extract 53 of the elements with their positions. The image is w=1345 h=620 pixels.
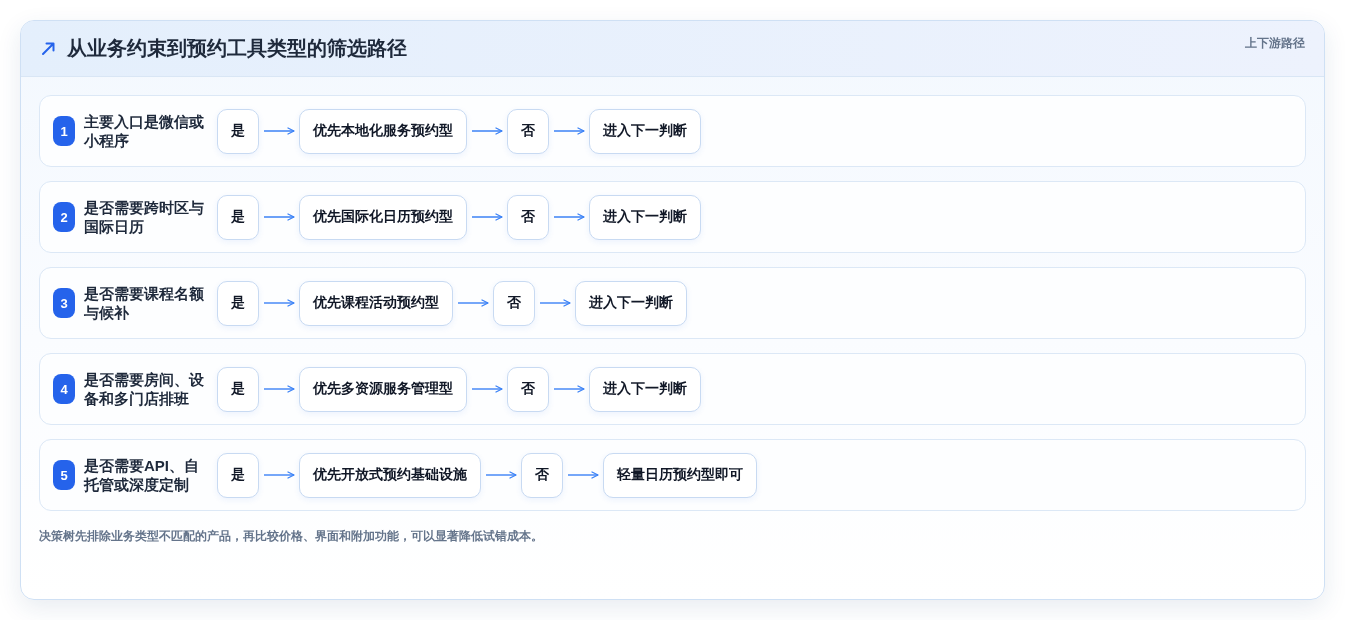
decision-row-card — [39, 267, 1306, 339]
step-number-badge: 3 — [53, 288, 75, 318]
next-step-node: 进入下一判断 — [575, 280, 687, 326]
arrow — [553, 127, 585, 135]
arrow — [553, 385, 585, 393]
result-node: 优先课程活动预约型 — [299, 280, 453, 326]
branch-node: 是 — [217, 366, 259, 412]
decision-row-card — [39, 353, 1306, 425]
arrow — [567, 471, 599, 479]
caption-text: 决策树先排除业务类型不匹配的产品，再比较价格、界面和附加功能，可以显著降低试错成本。 — [39, 528, 544, 545]
branch-node: 否 — [507, 108, 549, 154]
question-text: 是否需要房间、设备和多门店排班 — [84, 370, 205, 408]
branch-node: 否 — [521, 452, 563, 498]
step-number-badge: 1 — [53, 116, 75, 146]
arrow — [471, 385, 503, 393]
arrow — [263, 213, 295, 221]
result-node: 优先国际化日历预约型 — [299, 194, 467, 240]
branch-node: 否 — [507, 366, 549, 412]
next-step-node: 进入下一判断 — [589, 366, 701, 412]
arrow — [263, 299, 295, 307]
arrow — [485, 471, 517, 479]
decision-row-card — [39, 181, 1306, 253]
result-node: 优先多资源服务管理型 — [299, 366, 467, 412]
step-number-badge: 4 — [53, 374, 75, 404]
header-note: 上下游路径 — [1245, 35, 1305, 52]
arrow — [539, 299, 571, 307]
result-node: 优先本地化服务预约型 — [299, 108, 467, 154]
arrow — [553, 213, 585, 221]
question-text: 是否需要跨时区与国际日历 — [84, 198, 205, 236]
arrow — [263, 127, 295, 135]
decision-row-card — [39, 95, 1306, 167]
arrow — [457, 299, 489, 307]
branch-node: 否 — [493, 280, 535, 326]
result-node: 优先开放式预约基础设施 — [299, 452, 481, 498]
arrow — [263, 471, 295, 479]
next-step-node: 进入下一判断 — [589, 108, 701, 154]
arrow — [471, 213, 503, 221]
arrow — [471, 127, 503, 135]
arrow — [263, 385, 295, 393]
next-step-node: 轻量日历预约型即可 — [603, 452, 757, 498]
branch-node: 是 — [217, 452, 259, 498]
diagram-title: 从业务约束到预约工具类型的筛选路径 — [67, 36, 407, 61]
step-number-badge: 2 — [53, 202, 75, 232]
question-text: 主要入口是微信或小程序 — [84, 112, 205, 150]
decision-row-card — [39, 439, 1306, 511]
next-step-node: 进入下一判断 — [589, 194, 701, 240]
branch-node: 是 — [217, 194, 259, 240]
step-number-badge: 5 — [53, 460, 75, 490]
question-text: 是否需要课程名额与候补 — [84, 284, 205, 322]
question-text: 是否需要API、自托管或深度定制 — [84, 456, 200, 494]
branch-node: 是 — [217, 280, 259, 326]
branch-node: 否 — [507, 194, 549, 240]
branch-node: 是 — [217, 108, 259, 154]
